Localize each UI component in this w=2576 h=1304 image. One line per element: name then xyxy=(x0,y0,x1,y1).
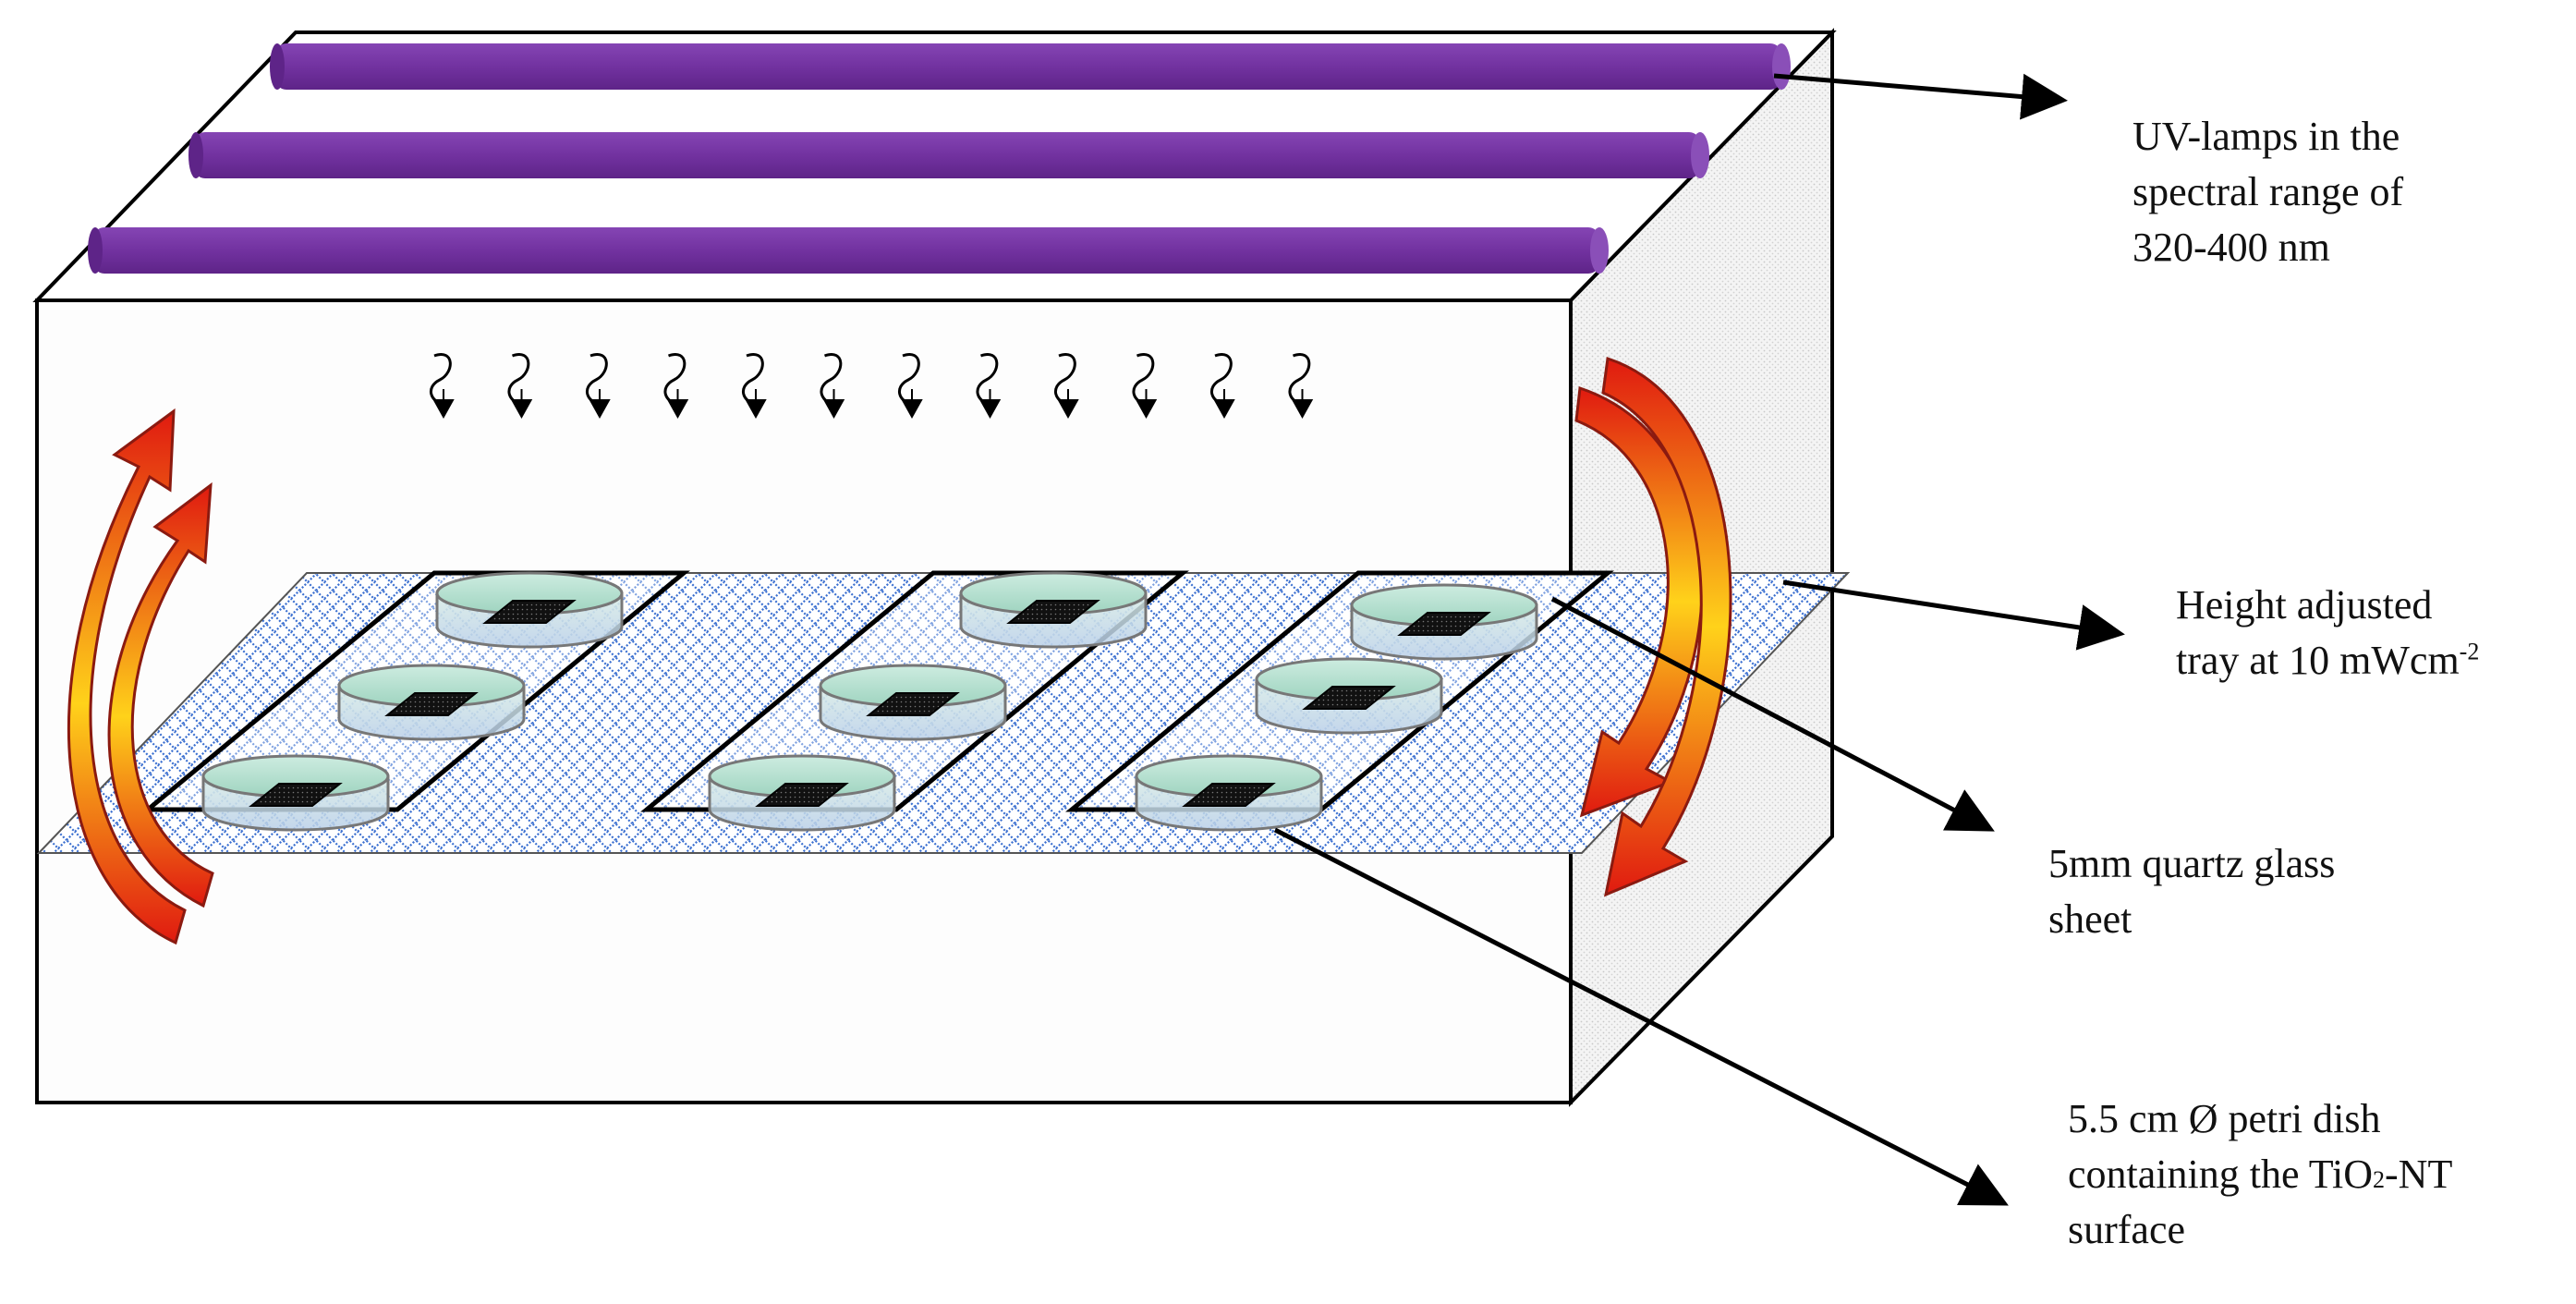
chamber-box xyxy=(32,28,1837,1107)
petri-label-suffix: -NT xyxy=(2385,1151,2453,1197)
petri-dish xyxy=(708,754,896,832)
tray-callout xyxy=(1782,579,2125,651)
tray-label-line2: tray at 10 mWcm xyxy=(2176,637,2460,683)
curved-arrow-icon xyxy=(67,408,187,945)
petri-dish xyxy=(959,571,1148,649)
tray-label-line1: Height adjusted xyxy=(2176,582,2433,628)
quartz-callout xyxy=(1550,596,1995,832)
petri-dish xyxy=(1350,583,1538,661)
tray-label: Height adjusted tray at 10 mWcm-2 xyxy=(2176,578,2479,689)
convection-arrows-left xyxy=(67,408,214,945)
petri-dish xyxy=(819,664,1007,741)
uv-lamp-2 xyxy=(188,132,1709,178)
convection-arrows-right xyxy=(1574,357,1732,897)
petri-label-subscript: 2 xyxy=(2373,1165,2386,1193)
tray-label-exponent: -2 xyxy=(2459,638,2480,665)
quartz-sheet-label: 5mm quartz glass sheet xyxy=(2048,841,2336,942)
petri-label-line1: 5.5 cm Ø petri dish xyxy=(2068,1096,2381,1141)
uv-lamp-callout xyxy=(1773,73,2068,120)
petri-callout xyxy=(1273,827,2009,1206)
uv-lamp-3 xyxy=(88,227,1609,274)
uv-lamp-1 xyxy=(270,43,1791,90)
curved-arrow-icon xyxy=(107,481,214,908)
petri-label-line3: surface xyxy=(2068,1206,2186,1252)
petri-dish xyxy=(435,571,624,649)
petri-dish xyxy=(1255,657,1443,735)
petri-dish xyxy=(201,754,390,832)
petri-label-line2: containing the TiO xyxy=(2068,1151,2374,1197)
curved-arrow-icon xyxy=(1601,357,1732,897)
callout-lines xyxy=(1273,73,2125,1206)
petri-dish-label: 5.5 cm Ø petri dish containing the TiO2-… xyxy=(2068,1091,2452,1257)
uv-lamps-label: UV-lamps in the spectral range of 320-40… xyxy=(2132,114,2404,270)
petri-dish xyxy=(1135,754,1323,832)
uv-lamps xyxy=(88,43,1791,274)
petri-dish xyxy=(337,664,526,741)
